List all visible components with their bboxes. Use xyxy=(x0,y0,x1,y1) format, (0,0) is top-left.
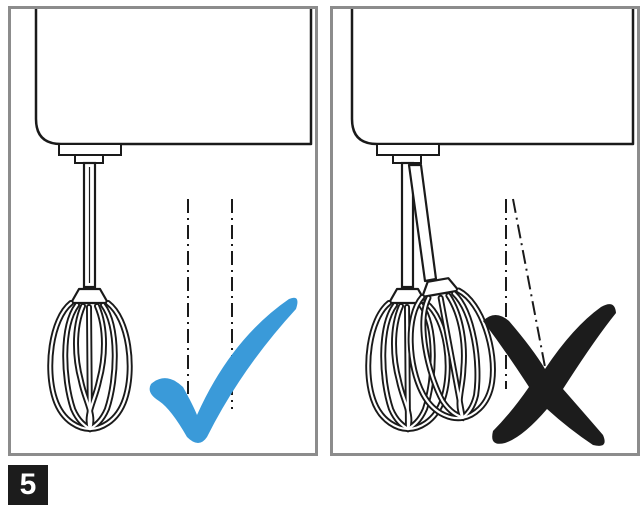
checkmark-icon xyxy=(149,297,298,443)
cross-icon xyxy=(483,304,616,446)
whisk-collar xyxy=(69,287,110,305)
beater-socket xyxy=(376,143,440,156)
mixer-body xyxy=(34,9,313,146)
step-number-badge: 5 xyxy=(8,465,48,505)
bent-whisk-illustration xyxy=(350,9,635,446)
beater-socket xyxy=(58,143,122,156)
straight-whisk-illustration xyxy=(34,9,313,443)
bent-whisk-shaft xyxy=(407,163,438,283)
correct-panel xyxy=(8,6,318,456)
mixer-body xyxy=(350,9,635,146)
incorrect-panel xyxy=(330,6,640,456)
diverging-guide-lines xyxy=(505,198,554,410)
bent-whisk-cage xyxy=(407,277,496,422)
whisk-shaft xyxy=(82,161,97,289)
whisk-shaft xyxy=(400,161,415,289)
whisk-cage-highlight xyxy=(49,301,131,431)
